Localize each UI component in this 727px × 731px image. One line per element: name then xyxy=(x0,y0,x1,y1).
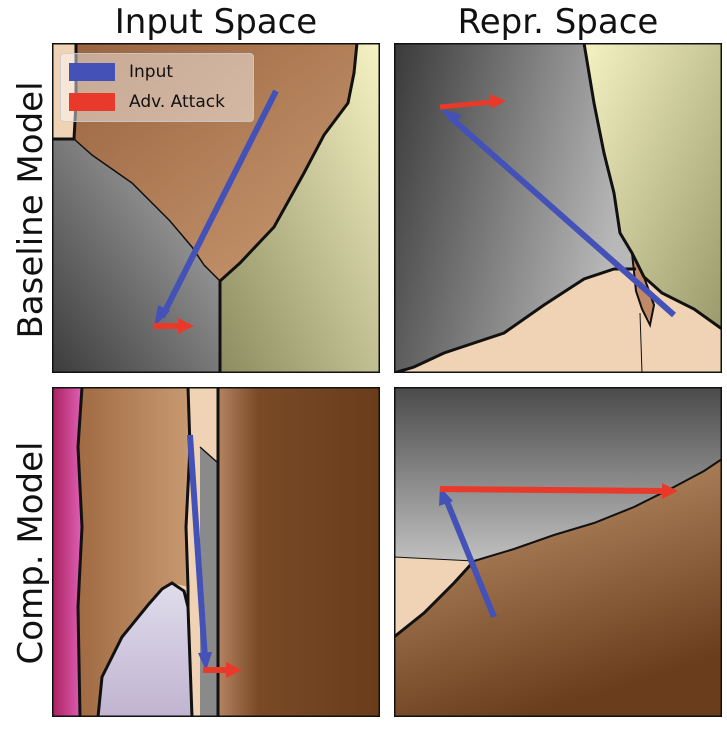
region-dark-brown xyxy=(218,387,380,717)
legend-swatch-adv-attack xyxy=(69,93,115,111)
legend-label-input: Input xyxy=(129,62,174,82)
input-arrow-head xyxy=(440,109,462,125)
region-yellow xyxy=(584,43,722,329)
decision-boundary xyxy=(76,387,84,717)
input-arrow xyxy=(187,434,208,660)
decision-boundary xyxy=(218,43,359,373)
legend-item-adv-attack: Adv. Attack xyxy=(69,90,225,114)
attack-arrow-head xyxy=(662,483,678,499)
column-title-input-space: Input Space xyxy=(114,2,318,42)
region-gray xyxy=(52,139,220,373)
input-arrow xyxy=(448,114,676,318)
decision-boundary xyxy=(473,458,722,562)
decision-boundary xyxy=(394,559,476,639)
panel-baseline-input-space xyxy=(52,43,380,373)
panel-comp-input-space xyxy=(52,387,380,717)
legend-label-adv-attack: Adv. Attack xyxy=(129,92,225,112)
region-pink xyxy=(52,387,82,717)
row-title-comp-model: Comp. Model xyxy=(11,441,51,665)
region-brown xyxy=(394,459,722,717)
attack-arrow xyxy=(439,99,493,110)
decision-boundary xyxy=(394,267,636,373)
region-yellow xyxy=(220,43,380,373)
attack-arrow-head xyxy=(490,94,506,109)
decision-boundary xyxy=(96,581,190,717)
attack-arrow-head xyxy=(178,318,194,334)
column-title-repr-space: Repr. Space xyxy=(457,2,659,42)
decision-boundary xyxy=(582,43,722,331)
decision-boundary xyxy=(394,556,475,562)
decision-boundary xyxy=(639,312,643,373)
legend: Input Adv. Attack xyxy=(60,53,254,122)
panel-comp-repr-space xyxy=(394,387,722,717)
legend-swatch-input xyxy=(69,63,115,81)
attack-arrow xyxy=(439,486,665,494)
input-arrow xyxy=(443,497,497,619)
panel-baseline-repr-space xyxy=(394,43,722,373)
region-brown-main xyxy=(78,387,190,717)
input-arrow-head xyxy=(154,305,170,327)
row-title-baseline-model: Baseline Model xyxy=(11,81,51,339)
region-lavender xyxy=(98,583,192,717)
decision-boundary xyxy=(73,138,221,282)
region-gray xyxy=(394,43,636,373)
input-arrow-head xyxy=(198,652,212,671)
region-brown xyxy=(74,43,357,281)
attack-arrow-head xyxy=(226,662,242,678)
region-gray xyxy=(394,387,722,561)
input-arrow xyxy=(159,89,279,319)
decision-boundary xyxy=(199,446,219,464)
legend-item-input: Input xyxy=(69,60,173,84)
